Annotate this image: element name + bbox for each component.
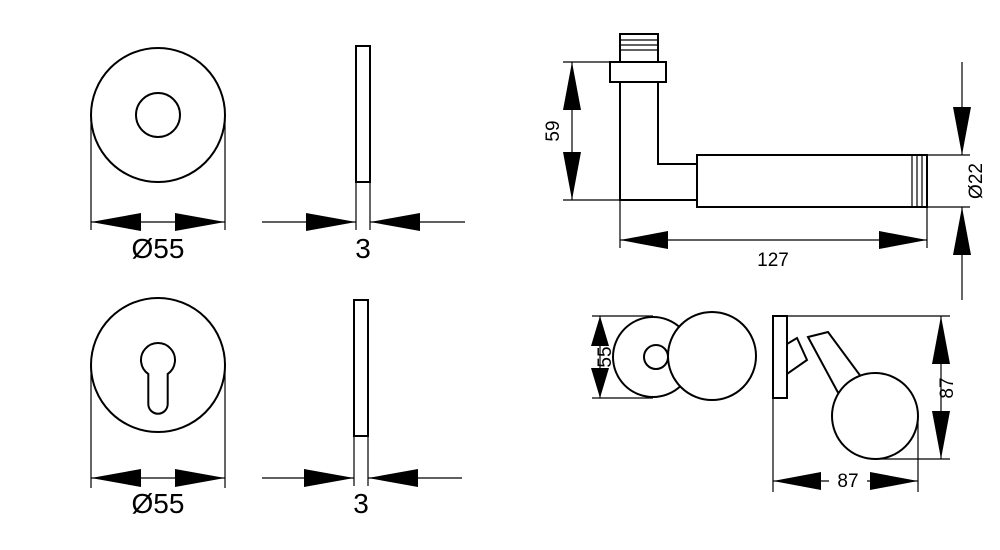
profile-rosette-diameter-label: Ø55: [132, 488, 185, 519]
knob-side-view: 87 87: [772, 315, 958, 492]
round-rosette-diameter-label: Ø55: [132, 233, 185, 264]
round-rosette-side-view: 3: [262, 45, 465, 264]
keyhole-cutout: [140, 342, 176, 415]
knob-front-view: 55: [591, 311, 757, 401]
knob-depth-label: 87: [837, 471, 858, 492]
profile-rosette-side-view: 3: [262, 299, 462, 519]
lever-diameter-label: Ø22: [966, 163, 987, 199]
lever-height-label: 59: [543, 120, 564, 141]
profile-rosette-front-view: Ø55: [90, 297, 226, 519]
round-rosette-thickness-label: 3: [355, 233, 371, 264]
round-rosette-front-view: Ø55: [90, 47, 226, 264]
lever-handle-drawing: 59 Ø22 127: [543, 33, 987, 300]
lever-length-label: 127: [757, 250, 789, 271]
knob-front-label: 55: [595, 346, 616, 367]
knob-height-label: 87: [937, 377, 958, 398]
profile-rosette-thickness-label: 3: [353, 488, 369, 519]
